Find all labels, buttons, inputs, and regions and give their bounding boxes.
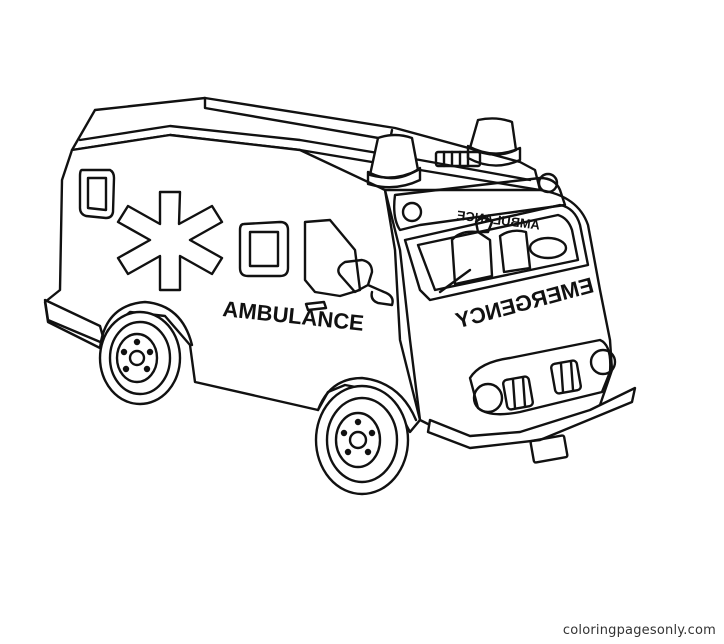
grille-bar xyxy=(559,362,565,394)
front-bumper xyxy=(426,386,637,450)
side-mirror xyxy=(337,258,374,294)
lug-nut xyxy=(354,418,362,426)
roof-sign-panel xyxy=(392,176,567,232)
headlight-right xyxy=(589,348,617,376)
headlight-left xyxy=(472,382,504,414)
license-plate xyxy=(529,434,569,464)
lug-nut xyxy=(340,429,348,437)
side-window-front xyxy=(238,220,290,278)
driver-seat xyxy=(450,230,494,286)
lug-nut xyxy=(368,429,376,437)
lug-nut xyxy=(120,348,128,356)
lug-nut xyxy=(364,448,372,456)
front-wheel-arch xyxy=(316,376,418,422)
grille-slot-right xyxy=(550,359,582,395)
grille-bar xyxy=(521,376,527,408)
front-hub-center xyxy=(348,430,368,450)
roof-lamp-left xyxy=(401,201,423,223)
rear-tire xyxy=(98,310,182,406)
rear-hub-center xyxy=(128,349,146,367)
lug-nut xyxy=(146,348,154,356)
windshield xyxy=(403,203,590,302)
lug-nut xyxy=(133,338,141,346)
passenger-seat xyxy=(498,229,532,274)
lug-nut xyxy=(143,365,151,373)
grille-panel xyxy=(468,338,612,416)
grille-bar xyxy=(511,378,517,410)
rear-hubcap xyxy=(115,332,159,384)
grille-slot-left xyxy=(502,375,534,411)
side-window-front-inner xyxy=(248,230,280,268)
rear-tire-inner xyxy=(108,320,172,396)
front-hubcap xyxy=(334,411,382,469)
steering-wheel xyxy=(528,236,568,260)
lug-nut xyxy=(344,448,352,456)
windshield-inner xyxy=(416,213,580,292)
watermark: coloringpagesonly.com xyxy=(562,623,716,638)
roof-lamp-right xyxy=(537,172,559,194)
star-of-life-icon xyxy=(116,190,224,292)
mirror-arm xyxy=(366,283,394,307)
lug-nut xyxy=(122,365,130,373)
rear-window-inner xyxy=(86,176,108,212)
rear-window xyxy=(78,168,116,220)
emergency-light-left-base xyxy=(366,166,422,189)
rear-wheel-arch xyxy=(98,300,194,350)
front-tire xyxy=(314,384,410,496)
door-window xyxy=(303,218,362,298)
roof-siren xyxy=(434,150,482,168)
rearview-mirror xyxy=(474,216,494,234)
wiper xyxy=(438,268,472,294)
front-tire-inner xyxy=(325,396,399,484)
grille-bar xyxy=(569,360,575,392)
emergency-light-left xyxy=(368,133,420,179)
door-handle xyxy=(304,300,328,312)
